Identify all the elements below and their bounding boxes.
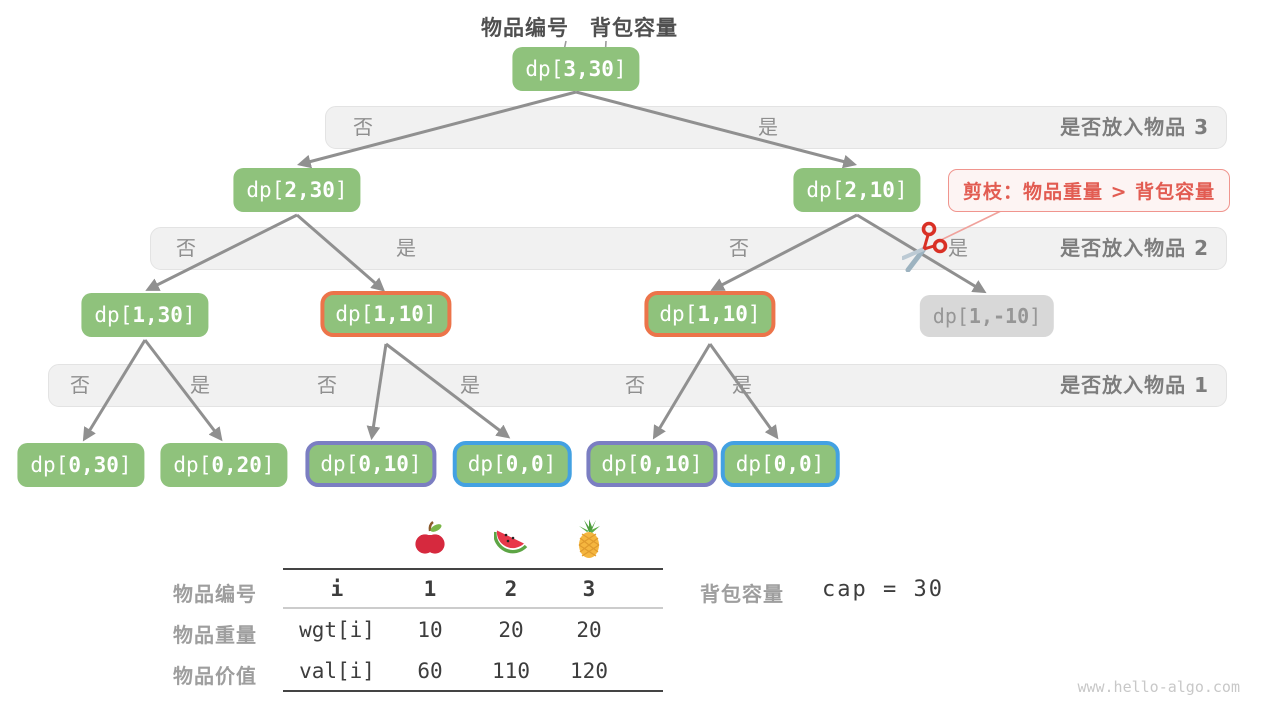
- decision-band-item1: [48, 364, 1227, 407]
- table-cell-wgt: wgt[i]: [299, 618, 375, 642]
- dp-node-2-30: dp[2,30]: [233, 168, 361, 212]
- pineapple-icon: [578, 519, 600, 558]
- decision-label: 否: [625, 373, 645, 397]
- table-cell-i2: 2: [504, 577, 518, 601]
- table-cell-i3: 3: [582, 577, 596, 601]
- table-cell-wgt1: 10: [417, 618, 443, 642]
- dp-node-2-10: dp[2,10]: [793, 168, 921, 212]
- capacity-note-label: 背包容量: [700, 582, 784, 606]
- table-cell-wgt2: 20: [498, 618, 524, 642]
- capacity-header-label: 背包容量: [590, 16, 678, 40]
- table-cell-wgt3: 20: [576, 618, 602, 642]
- table-cell-val1: 60: [417, 659, 443, 683]
- table-row-header-item-weight: 物品重量: [173, 623, 257, 647]
- dp-node-3-30: dp[3,30]: [512, 47, 640, 91]
- dp-node-0-0-right: dp[0,0]: [720, 441, 840, 487]
- dp-node-0-20: dp[0,20]: [160, 443, 288, 487]
- dp-node-0-0-left: dp[0,0]: [452, 441, 572, 487]
- decision-label: 是: [758, 115, 778, 139]
- table-rule-bottom: [283, 690, 663, 692]
- dp-node-1-neg10-pruned: dp[1,-10]: [919, 295, 1055, 337]
- watermelon-icon: [494, 529, 528, 554]
- dp-node-1-30: dp[1,30]: [81, 293, 209, 337]
- watermark-url: www.hello-algo.com: [1077, 678, 1240, 696]
- table-row-header-item-index: 物品编号: [173, 582, 257, 606]
- capacity-note-value: cap = 30: [822, 577, 944, 602]
- decision-label: 是: [460, 373, 480, 397]
- table-cell-val2: 110: [492, 659, 530, 683]
- decision-label: 是: [190, 373, 210, 397]
- dp-node-0-10-left: dp[0,10]: [305, 441, 437, 487]
- decision-label: 否: [176, 236, 196, 260]
- table-cell-i1: 1: [423, 577, 437, 601]
- item-index-header-label: 物品编号: [481, 16, 569, 40]
- table-row-header-item-value: 物品价值: [173, 664, 257, 688]
- table-cell-val3: 120: [570, 659, 608, 683]
- apple-icon: [415, 521, 445, 554]
- decision-label: 是: [948, 236, 968, 260]
- scissors-icon: [902, 221, 948, 272]
- decision-label: 否: [729, 236, 749, 260]
- band-question-item1: 是否放入物品 1: [1060, 373, 1209, 397]
- dp-node-1-10-right: dp[1,10]: [644, 291, 776, 337]
- decision-label: 否: [353, 115, 373, 139]
- table-cell-i: i: [330, 577, 344, 601]
- decision-label: 是: [396, 236, 416, 260]
- decision-label: 否: [70, 373, 90, 397]
- table-cell-val: val[i]: [299, 659, 375, 683]
- dp-node-0-30: dp[0,30]: [17, 443, 145, 487]
- band-question-item2: 是否放入物品 2: [1060, 236, 1209, 260]
- decision-label: 是: [732, 373, 752, 397]
- prune-note: 剪枝：物品重量 > 背包容量: [948, 169, 1231, 212]
- table-rule-top: [283, 568, 663, 570]
- band-question-item3: 是否放入物品 3: [1060, 115, 1209, 139]
- table-rule-mid: [283, 607, 663, 609]
- dp-node-1-10-left: dp[1,10]: [320, 291, 452, 337]
- dp-node-0-10-right: dp[0,10]: [586, 441, 718, 487]
- decision-label: 否: [317, 373, 337, 397]
